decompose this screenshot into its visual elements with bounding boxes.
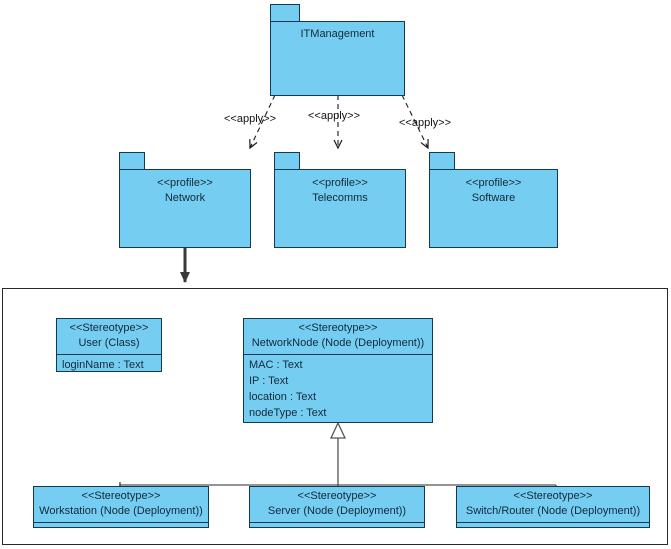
package-profile-telecomms-body: <<profile>> Telecomms xyxy=(274,169,406,248)
stereotype-switch-router-header: <<Stereotype>> Switch/Router (Node (Depl… xyxy=(457,487,649,523)
apply-label-software: <<apply>> xyxy=(399,117,451,129)
attribute-nodetype: nodeType : Text xyxy=(249,407,327,419)
stereotype-user-class[interactable]: <<Stereotype>> User (Class) loginName : … xyxy=(56,318,162,372)
stereotype-workstation-keyword: <<Stereotype>> xyxy=(81,490,161,502)
stereotype-networknode-name: NetworkNode (Node (Deployment)) xyxy=(251,337,425,349)
package-itmanagement[interactable]: ITManagement xyxy=(270,4,405,96)
stereotype-server[interactable]: <<Stereotype>> Server (Node (Deployment)… xyxy=(249,486,425,528)
profile-software-stereotype: <<profile>> xyxy=(465,177,522,189)
stereotype-user-header: <<Stereotype>> User (Class) xyxy=(57,319,161,355)
attribute-ip: IP : Text xyxy=(249,375,289,387)
stereotype-server-keyword: <<Stereotype>> xyxy=(297,490,377,502)
attribute-location: location : Text xyxy=(249,391,317,403)
stereotype-server-attributes xyxy=(250,523,424,528)
stereotype-switch-router-keyword: <<Stereotype>> xyxy=(513,490,593,502)
profile-telecomms-name: Telecomms xyxy=(312,192,368,204)
package-profile-telecomms[interactable]: <<profile>> Telecomms xyxy=(274,152,406,248)
package-itmanagement-name: ITManagement xyxy=(300,28,375,40)
package-itmanagement-body: ITManagement xyxy=(270,21,405,96)
package-tab-icon xyxy=(274,152,300,170)
package-profile-network-body: <<profile>> Network xyxy=(119,169,251,248)
stereotype-switch-router[interactable]: <<Stereotype>> Switch/Router (Node (Depl… xyxy=(456,486,650,528)
package-tab-icon xyxy=(270,4,300,22)
profile-network-stereotype: <<profile>> xyxy=(157,177,213,189)
profile-network-name: Network xyxy=(164,192,206,204)
attribute-loginName: loginName : Text xyxy=(62,359,144,371)
profile-software-name: Software xyxy=(471,192,516,204)
profile-telecomms-stereotype: <<profile>> xyxy=(312,177,368,189)
stereotype-user-keyword: <<Stereotype>> xyxy=(69,322,149,334)
stereotype-networknode-keyword: <<Stereotype>> xyxy=(298,322,378,334)
package-tab-icon xyxy=(429,152,455,170)
stereotype-switch-router-name: Switch/Router (Node (Deployment)) xyxy=(465,505,641,517)
stereotype-workstation-attributes xyxy=(34,523,208,528)
stereotype-server-name: Server (Node (Deployment)) xyxy=(267,505,407,517)
stereotype-workstation[interactable]: <<Stereotype>> Workstation (Node (Deploy… xyxy=(33,486,209,528)
stereotype-workstation-header: <<Stereotype>> Workstation (Node (Deploy… xyxy=(34,487,208,523)
stereotype-networknode[interactable]: <<Stereotype>> NetworkNode (Node (Deploy… xyxy=(243,318,433,423)
stereotype-workstation-name: Workstation (Node (Deployment)) xyxy=(39,505,203,517)
profile-contents-container xyxy=(2,288,668,545)
stereotype-user-attributes: loginName : Text xyxy=(57,355,161,375)
package-profile-network[interactable]: <<profile>> Network xyxy=(119,152,251,248)
package-profile-software[interactable]: <<profile>> Software xyxy=(429,152,558,248)
stereotype-user-name: User (Class) xyxy=(78,337,140,349)
attribute-mac: MAC : Text xyxy=(249,359,303,371)
stereotype-networknode-attributes: MAC : Text IP : Text location : Text nod… xyxy=(244,355,432,423)
package-profile-software-body: <<profile>> Software xyxy=(429,169,558,248)
stereotype-server-header: <<Stereotype>> Server (Node (Deployment)… xyxy=(250,487,424,523)
apply-label-telecomms: <<apply>> xyxy=(308,110,360,122)
stereotype-networknode-header: <<Stereotype>> NetworkNode (Node (Deploy… xyxy=(244,319,432,355)
stereotype-switch-router-attributes xyxy=(457,523,649,528)
package-tab-icon xyxy=(119,152,145,170)
apply-label-network: <<apply>> xyxy=(224,113,276,125)
